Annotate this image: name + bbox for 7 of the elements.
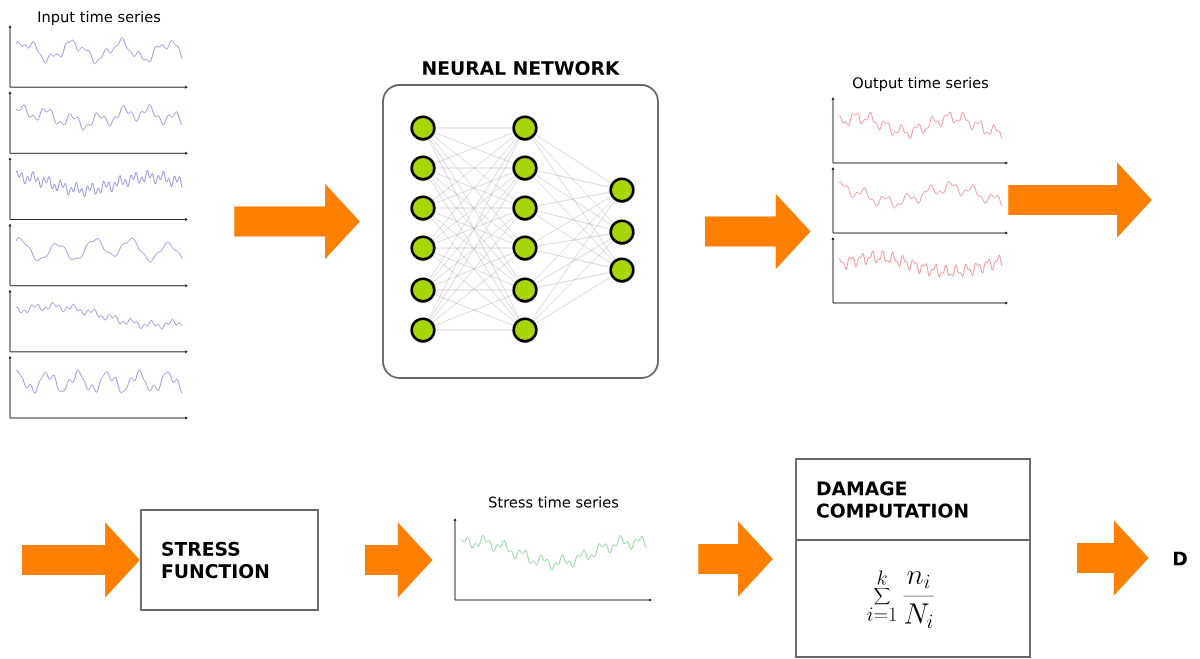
process-box: STRESS FUNCTION: [140, 509, 319, 611]
result-label: D: [1173, 551, 1187, 566]
chart-heading: Stress time series: [489, 496, 619, 508]
network-heading: NEURAL NETWORK: [423, 60, 621, 76]
process-box: DAMAGE COMPUTATION $\sum_{i=1}^{k}\frac{n_i}{N_i}$: [795, 458, 1031, 658]
chart-heading: Input time series: [38, 10, 161, 26]
chart-heading: Output time series: [853, 76, 989, 92]
